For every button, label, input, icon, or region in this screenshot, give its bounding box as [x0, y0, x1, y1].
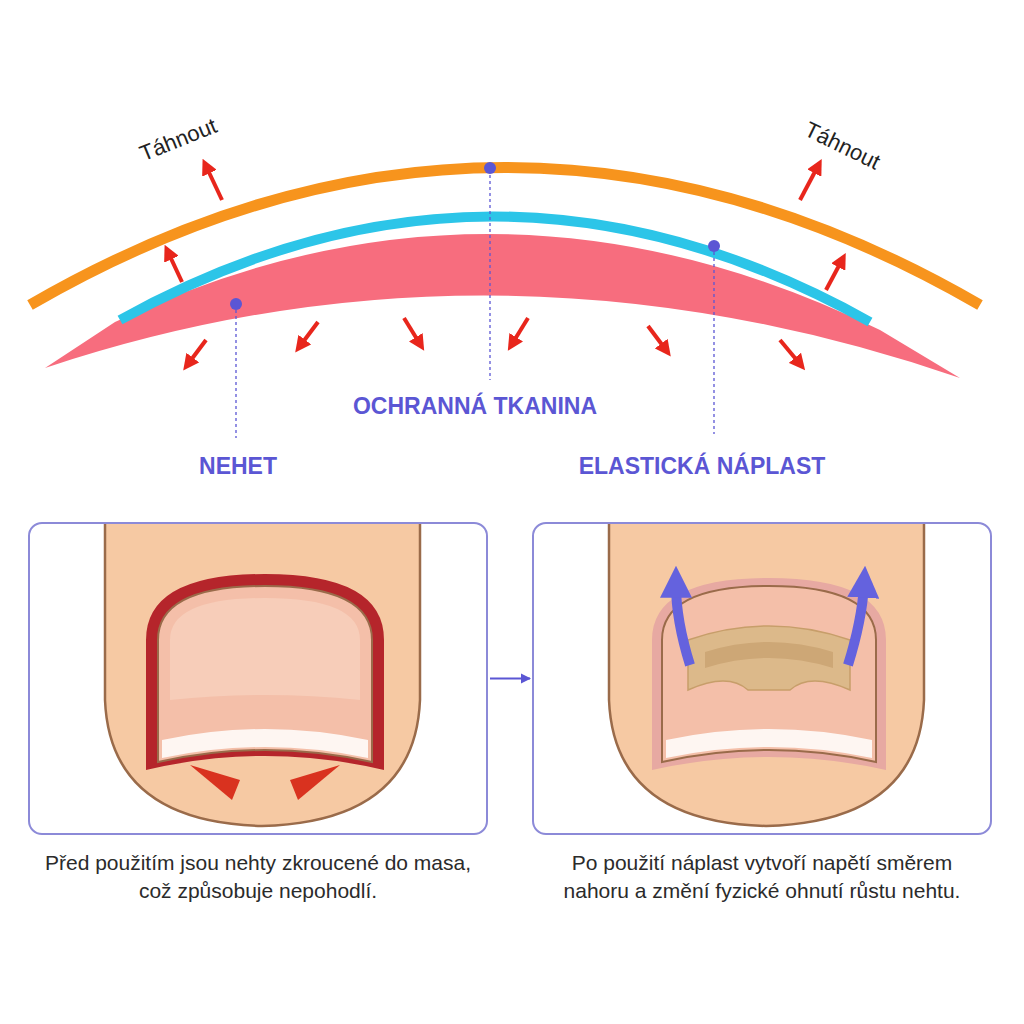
panel-frame [532, 522, 992, 835]
illustration-panel: Před použitím jsou nehty zkroucené do ma… [28, 522, 488, 906]
panel-caption: Před použitím jsou nehty zkroucené do ma… [28, 849, 488, 906]
force-arrow [404, 318, 420, 344]
force-arrow [512, 318, 528, 344]
force-arrow [188, 340, 206, 364]
illustration-panel: Po použití náplast vytvoří napětí směrem… [532, 522, 992, 906]
nail-layer [45, 234, 960, 378]
leader-lines [236, 175, 714, 438]
patch-layer [120, 216, 870, 322]
force-arrow [300, 322, 318, 346]
force-arrow [780, 340, 800, 364]
step-arrow [490, 678, 530, 680]
part-label: OCHRANNÁ TKANINA [353, 393, 597, 420]
fabric-layer [30, 168, 980, 306]
force-arrow [826, 260, 842, 290]
panel-frame [28, 522, 488, 835]
toe-after [609, 524, 924, 826]
pull-label: Táhnout [136, 113, 221, 167]
part-label: ELASTICKÁ NÁPLAST [579, 453, 826, 480]
force-arrow [800, 166, 818, 200]
pull-label: Táhnout [800, 117, 884, 176]
force-arrow [168, 252, 182, 282]
force-arrows [168, 166, 842, 364]
panel-caption: Po použití náplast vytvoří napětí směrem… [532, 849, 992, 906]
force-arrow [648, 326, 666, 350]
leader-dots [230, 162, 720, 310]
toe-before [105, 524, 420, 826]
force-arrow [206, 166, 222, 200]
part-label: NEHET [199, 453, 277, 480]
